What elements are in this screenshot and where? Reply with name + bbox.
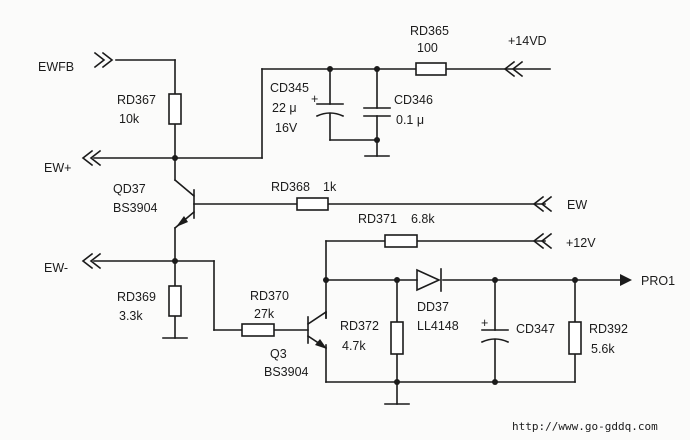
connector-arrows [81,51,632,286]
pro1-arrow-icon [620,274,632,286]
rd372-body [390,321,404,355]
capacitors: + + [311,92,510,344]
net-ew: EW [567,198,587,212]
rd371-body [384,234,418,248]
dd37-anode-triangle [416,268,441,292]
ewfb-connector-icon [93,51,114,69]
rd368-value: 1k [323,180,337,194]
rd368-body [296,197,329,211]
cd345-ref: CD345 [270,81,309,95]
diode-dd37 [416,268,442,292]
dd37-value: LL4148 [417,319,459,333]
net-pro1: PRO1 [641,274,675,288]
cd347-ref: CD347 [516,322,555,336]
rd392-value: 5.6k [591,342,615,356]
rd369-body [168,285,182,317]
q3-value: BS3904 [264,365,309,379]
cd345-voltage: 16V [275,121,298,135]
ew-minus-connector-icon [81,252,102,270]
q3-collector-leg [306,310,328,326]
rd367-value: 10k [119,112,140,126]
net-v12: +12V [566,236,596,250]
net-v14: +14VD [508,34,547,48]
rd367-body [168,93,182,125]
qd37-emitter-arrow [176,216,188,227]
wires [93,59,621,405]
resistors [168,62,582,355]
net-ewfb: EWFB [38,60,74,74]
q3-ref: Q3 [270,347,287,361]
rd371-ref: RD371 [358,212,397,226]
transistor-q3 [306,310,328,350]
net-ew-minus: EW- [44,261,68,275]
ew-plus-connector-icon [81,149,102,167]
transistor-qd37 [173,178,196,230]
cd346-ref: CD346 [394,93,433,107]
rd372-value: 4.7k [342,339,366,353]
rd370-ref: RD370 [250,289,289,303]
net-labels: EWFB EW+ EW- +14VD EW +12V PRO1 [38,34,675,288]
rd367-ref: RD367 [117,93,156,107]
cd345-plate-bottom [315,112,345,118]
net-ew-plus: EW+ [44,161,71,175]
rd365-value: 100 [417,41,438,55]
cd345-polarity: + [311,92,318,106]
cd347-polarity: + [481,316,488,330]
rd392-ref: RD392 [589,322,628,336]
rd365-ref: RD365 [410,24,449,38]
cd345-value: 22 μ [272,101,297,115]
qd37-value: BS3904 [113,201,158,215]
cd346-value: 0.1 μ [396,113,424,127]
rd365-body [415,62,447,76]
rd368-ref: RD368 [271,180,310,194]
cd347-plate-bottom [480,338,510,344]
rd370-body [241,323,275,337]
component-labels: RD365 100 CD345 22 μ 16V CD346 0.1 μ RD3… [113,24,628,379]
qd37-collector-leg [173,178,196,198]
dd37-ref: DD37 [417,300,449,314]
q3-emitter-arrow [315,339,327,349]
watermark-url: http://www.go-gddq.com [512,420,658,433]
rd371-value: 6.8k [411,212,435,226]
rd372-ref: RD372 [340,319,379,333]
v14-connector-icon [503,60,524,78]
ew-connector-icon [532,195,553,213]
rd392-body [568,321,582,355]
rd370-value: 27k [254,307,275,321]
rd369-ref: RD369 [117,290,156,304]
rd369-value: 3.3k [119,309,143,323]
junctions [172,66,578,385]
v12-connector-icon [532,232,553,250]
qd37-ref: QD37 [113,182,146,196]
